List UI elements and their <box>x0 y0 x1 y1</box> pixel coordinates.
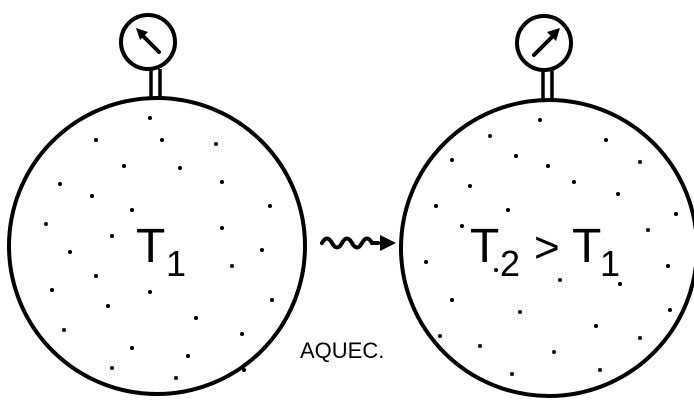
left-pressure-gauge <box>119 13 177 98</box>
right-temp-a-subscript: 2 <box>500 243 520 284</box>
right-gas-particles <box>424 118 678 376</box>
left-vessel: T 1 <box>7 13 307 396</box>
left-temp-subscript: 1 <box>166 243 186 284</box>
right-temp-a-symbol: T <box>470 220 499 273</box>
left-gas-particles <box>44 116 274 380</box>
right-comparison-symbol: > <box>534 223 560 272</box>
heating-label: AQUEC. <box>300 338 384 363</box>
right-gauge-stem <box>541 70 554 100</box>
right-vessel: T 2 > T 1 <box>399 14 694 398</box>
right-gauge-needle-icon <box>532 28 560 57</box>
right-temperature-label: T 2 > T 1 <box>470 220 620 284</box>
left-gauge-needle-icon <box>136 28 161 54</box>
left-temperature-label: T 1 <box>136 220 186 284</box>
left-temp-symbol: T <box>136 220 165 273</box>
left-gauge-stem <box>149 69 162 98</box>
right-temp-b-symbol: T <box>572 220 601 273</box>
left-sphere <box>7 96 307 396</box>
right-temp-b-subscript: 1 <box>600 243 620 284</box>
right-pressure-gauge <box>515 14 573 100</box>
right-sphere <box>399 98 694 398</box>
wavy-arrow-icon <box>320 235 396 251</box>
heating-transfer: AQUEC. <box>300 235 396 363</box>
